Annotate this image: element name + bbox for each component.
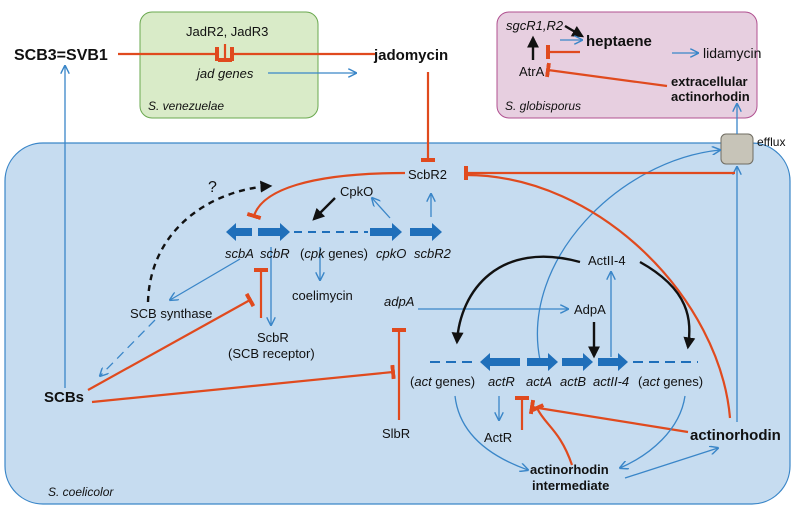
question-label: ? bbox=[208, 179, 217, 196]
actii4-protein-label: ActII-4 bbox=[588, 253, 626, 268]
efflux-label: efflux bbox=[757, 135, 785, 149]
edge-sgcr-to-heptaene bbox=[564, 24, 585, 38]
edge-scbs-represses-adpa bbox=[91, 364, 396, 404]
cpko-protein-label: CpkO bbox=[340, 184, 373, 199]
actii4-gene-label: actII-4 bbox=[593, 374, 629, 389]
edge-intermediate-represses-actr bbox=[529, 403, 574, 466]
cpk-gene-cluster bbox=[226, 223, 442, 241]
adpa-protein-label: AdpA bbox=[574, 302, 606, 317]
scba-label: scbA bbox=[225, 246, 254, 261]
slbr-label: SlbR bbox=[382, 426, 410, 441]
edge-actinorhodin-represses-atra bbox=[545, 62, 668, 88]
edge-scba-to-synthase bbox=[170, 258, 241, 300]
scbs-label: SCBs bbox=[44, 389, 84, 406]
efflux-pump bbox=[720, 133, 754, 165]
scbr2-gene-arrow bbox=[410, 223, 442, 241]
extracellular-actinorhodin-label: actinorhodin bbox=[671, 89, 750, 104]
atra-label: AtrA bbox=[519, 64, 545, 79]
cpko-gene-label: cpkO bbox=[376, 246, 406, 261]
scb3-svb1-label: SCB3=SVB1 bbox=[14, 47, 108, 64]
adpa-gene-label: adpA bbox=[384, 294, 414, 309]
jadomycin-label: jadomycin bbox=[373, 47, 448, 64]
actb-gene-arrow bbox=[562, 353, 593, 371]
cpko-gene-arrow bbox=[370, 223, 402, 241]
act-genes-right-label: (act genes) bbox=[638, 374, 703, 389]
s-coelicolor-cell bbox=[4, 142, 791, 505]
actr-gene-arrow bbox=[480, 353, 520, 371]
s-globisporus-label: S. globisporus bbox=[505, 99, 581, 113]
coelimycin-label: coelimycin bbox=[292, 288, 353, 303]
scba-gene-arrow bbox=[226, 223, 252, 241]
jad-genes-label: jad genes bbox=[195, 66, 254, 81]
s-venezuelae-box bbox=[139, 11, 319, 119]
actr-gene-label: actR bbox=[488, 374, 515, 389]
lidamycin-label: lidamycin bbox=[703, 45, 761, 61]
edge-act-to-efflux bbox=[536, 150, 720, 361]
edge-synthase-to-scbs bbox=[100, 319, 156, 376]
cpk-genes-label: (cpk genes) bbox=[300, 246, 368, 261]
scbr2-protein-label: ScbR2 bbox=[408, 167, 447, 182]
heptaene-label: heptaene bbox=[586, 33, 652, 50]
s-coelicolor-label: S. coelicolor bbox=[48, 485, 114, 499]
scbr-protein-label: ScbR bbox=[257, 330, 289, 345]
scb-receptor-label: (SCB receptor) bbox=[228, 346, 315, 361]
edge-actii4-activates-left bbox=[451, 255, 581, 345]
sgcr-label: sgcR1,R2 bbox=[506, 18, 564, 33]
scbr-gene-arrow bbox=[258, 223, 290, 241]
edge-cpko-to-cpkogene bbox=[372, 198, 391, 219]
actb-gene-label: actB bbox=[560, 374, 586, 389]
edge-scbs-represses-scbr bbox=[87, 292, 256, 391]
edge-act-to-intermediate-left bbox=[454, 395, 528, 470]
scbr2-gene-label: scbR2 bbox=[414, 246, 452, 261]
edge-act-to-intermediate-right bbox=[620, 395, 686, 468]
acta-gene-arrow bbox=[527, 353, 558, 371]
act-gene-cluster bbox=[430, 353, 698, 371]
act-genes-left-label: (act genes) bbox=[410, 374, 475, 389]
actii4-gene-arrow bbox=[598, 353, 628, 371]
edge-actinorhodin-represses-scbr2-curve bbox=[465, 173, 732, 419]
acta-gene-label: actA bbox=[526, 374, 552, 389]
actinorhodin-label: actinorhodin bbox=[690, 427, 781, 444]
edge-actii4-activates-right bbox=[639, 260, 696, 350]
s-venezuelae-label: S. venezuelae bbox=[148, 99, 224, 113]
s-globisporus-box bbox=[496, 11, 758, 119]
edge-intermediate-to-actinorhodin bbox=[624, 448, 718, 479]
jadr-label: JadR2, JadR3 bbox=[186, 24, 268, 39]
actr-protein-label: ActR bbox=[484, 430, 512, 445]
intermediate-label-line1: actinorhodin bbox=[530, 462, 609, 477]
edge-scbr2-represses-scba bbox=[246, 171, 406, 220]
intermediate-label-line2: intermediate bbox=[532, 478, 609, 493]
edge-unknown-to-scbr2 bbox=[146, 180, 273, 303]
scb-synthase-label: SCB synthase bbox=[130, 306, 212, 321]
scbr-gene-label: scbR bbox=[260, 246, 290, 261]
edge-actinorhodin-represses-actr bbox=[528, 399, 689, 434]
edge-cpko-activates-cpk bbox=[312, 197, 336, 221]
extracellular-label: extracellular bbox=[671, 74, 748, 89]
